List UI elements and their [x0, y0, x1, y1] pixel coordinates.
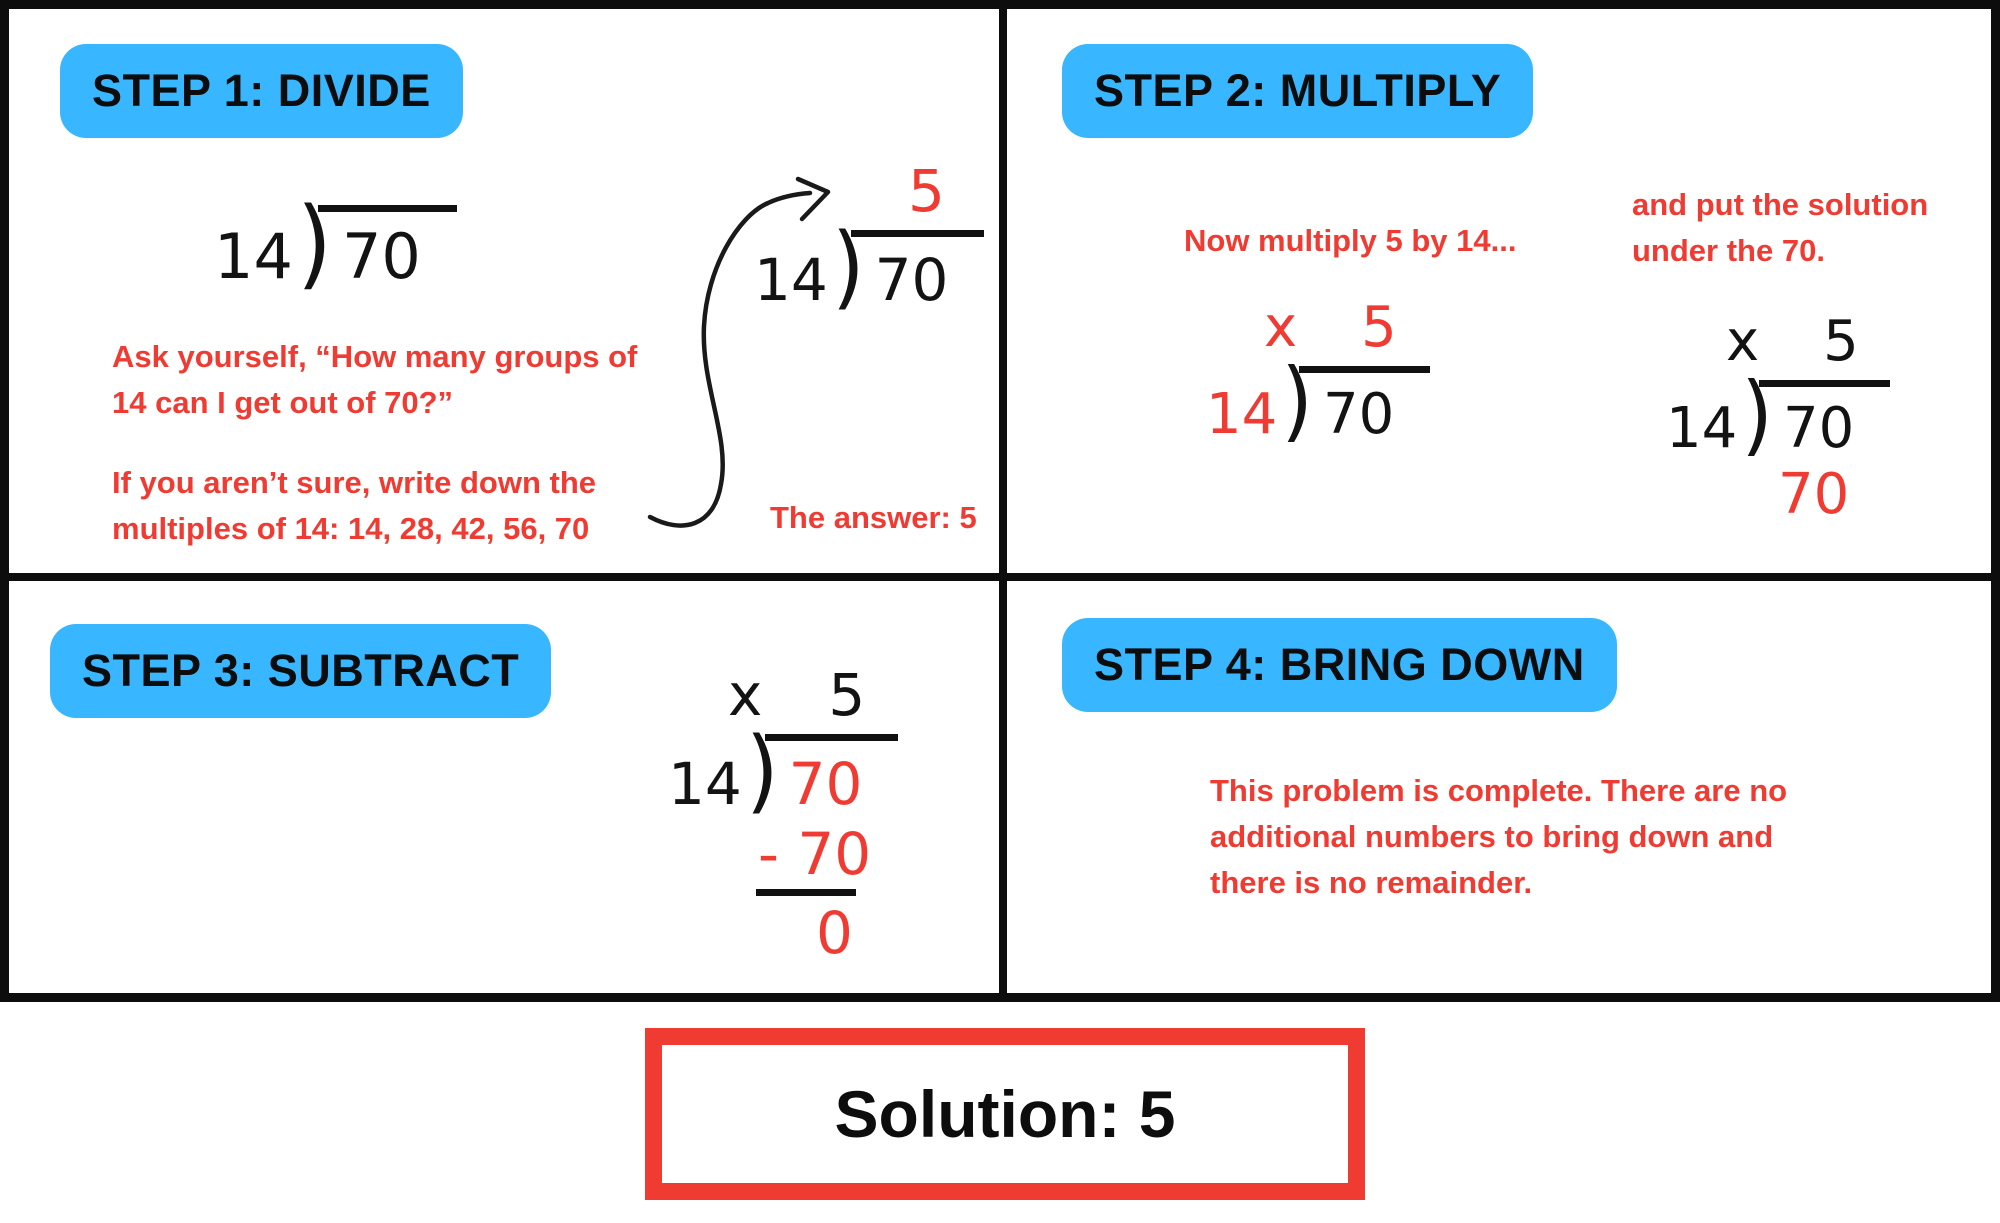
quotient: 5 [1823, 309, 1859, 374]
dividend: 70 [850, 230, 985, 309]
step2-badge: STEP 2: MULTIPLY [1062, 44, 1534, 138]
quotient-row: x 5 [1206, 300, 1430, 356]
solution-box: Solution: 5 [645, 1028, 1365, 1200]
quotient: 5 [908, 157, 945, 225]
hint-line2: multiples of 14: 14, 28, 42, 56, 70 [112, 511, 590, 546]
times-sign: x [1264, 295, 1298, 360]
quotient-row: x 5 [1666, 314, 1890, 370]
note-line3: there is no remainder. [1210, 865, 1533, 900]
note-right-line2: under the 70. [1632, 233, 1825, 268]
division-bracket: ) [1741, 364, 1773, 466]
grid-border-left [0, 0, 9, 1002]
note-right-line1: and put the solution [1632, 187, 1929, 222]
note-line1: This problem is complete. There are no [1210, 773, 1788, 808]
division-row: 14)70 [214, 196, 457, 293]
hint-line1: If you aren’t sure, write down the [112, 465, 597, 500]
step2-division-right: x 5 14)70 70 [1666, 314, 1891, 527]
division-row: 14)70 [668, 725, 899, 818]
divisor: 14 [668, 750, 742, 818]
division-bracket: ) [296, 188, 332, 301]
quotient-row: x 5 [668, 666, 898, 724]
step1-ask-text: Ask yourself, “How many groups of 14 can… [112, 334, 637, 426]
times-sign: x [728, 661, 763, 729]
step2-note-right: and put the solution under the 70. [1632, 182, 1928, 274]
divisor: 14 [1206, 382, 1278, 447]
step2-note-left: Now multiply 5 by 14... [1184, 223, 1517, 258]
ask-line1: Ask yourself, “How many groups of [112, 339, 638, 374]
step4-note: This problem is complete. There are no a… [1210, 768, 1787, 906]
note-line2: additional numbers to bring down and [1210, 819, 1774, 854]
grid-border-right [1991, 0, 2000, 1002]
subtraction-row: - 70 [758, 820, 872, 888]
divisor: 14 [214, 220, 293, 293]
dividend: 70 [317, 205, 457, 288]
divisor: 14 [1666, 396, 1738, 461]
step1-main-division: 14)70 [214, 196, 457, 293]
grid-divider-vertical [999, 0, 1007, 1002]
step3-division: x 5 14)70 - 70 0 [668, 666, 899, 967]
times-sign: x [1726, 309, 1760, 374]
division-bracket: ) [745, 717, 779, 824]
quotient: 5 [1361, 295, 1397, 360]
step2-division-left: x 5 14)70 [1206, 300, 1431, 447]
step3-badge: STEP 3: SUBTRACT [50, 624, 552, 718]
step1-answer-label: The answer: 5 [770, 500, 977, 535]
step1-hint-text: If you aren’t sure, write down the multi… [112, 460, 596, 552]
division-row: 14)70 [1666, 371, 1891, 461]
dividend: 70 [764, 734, 899, 813]
quotient-row: 5 [754, 162, 984, 220]
quotient: 5 [828, 661, 866, 729]
product: 70 [1778, 462, 1850, 527]
divisor: 14 [754, 246, 828, 314]
step1-badge: STEP 1: DIVIDE [60, 44, 463, 138]
step4-badge: STEP 4: BRING DOWN [1062, 618, 1617, 712]
remainder: 0 [816, 899, 853, 967]
grid-divider-horizontal [0, 573, 2000, 581]
division-row: 14)70 [1206, 357, 1431, 447]
step1-answer-division: 5 14)70 [754, 162, 985, 314]
division-bracket: ) [831, 213, 865, 320]
dividend: 70 [1758, 380, 1891, 457]
ask-line2: 14 can I get out of 70?” [112, 385, 454, 420]
subtraction-line [756, 889, 856, 896]
division-row: 14)70 [754, 221, 985, 314]
dividend: 70 [1298, 366, 1431, 443]
division-bracket: ) [1281, 350, 1313, 452]
solution-label: Solution: 5 [834, 1077, 1176, 1151]
